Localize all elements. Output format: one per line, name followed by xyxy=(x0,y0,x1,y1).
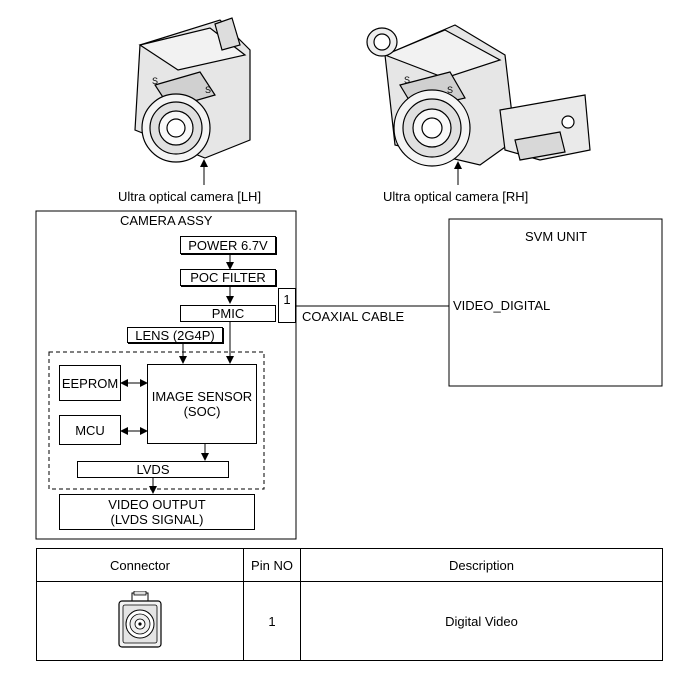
video-output-box: VIDEO OUTPUT (LVDS SIGNAL) xyxy=(59,494,255,530)
coaxial-cable-label: COAXIAL CABLE xyxy=(302,309,405,324)
table-row: 1 Digital Video xyxy=(36,581,663,661)
poc-filter-box: POC FILTER xyxy=(180,269,276,286)
header-pin-no: Pin NO xyxy=(243,548,301,582)
pin-table: Connector Pin NO Description 1 Digital V… xyxy=(36,548,663,661)
camera-lh-label: Ultra optical camera [LH] xyxy=(118,189,262,204)
svm-video-digital-label: VIDEO_DIGITAL xyxy=(453,298,551,313)
connector-image-cell xyxy=(36,581,244,661)
pmic-box: PMIC xyxy=(180,305,276,322)
header-description: Description xyxy=(300,548,663,582)
eeprom-box: EEPROM xyxy=(59,365,121,401)
camera-rh-illustration: S S xyxy=(366,24,591,167)
pin-number-cell: 1 xyxy=(243,581,301,661)
svm-unit-title: SVM UNIT xyxy=(525,229,588,244)
lvds-box: LVDS xyxy=(77,461,229,478)
video-output-sublabel: (LVDS SIGNAL) xyxy=(110,512,204,527)
pin-description-cell: Digital Video xyxy=(300,581,663,661)
header-connector: Connector xyxy=(36,548,244,582)
connector-pin-box: 1 xyxy=(278,288,296,323)
image-sensor-label: IMAGE SENSOR xyxy=(151,389,253,404)
image-sensor-box: IMAGE SENSOR (SOC) xyxy=(147,364,257,444)
video-output-label: VIDEO OUTPUT xyxy=(108,497,206,512)
camera-rh-label: Ultra optical camera [RH] xyxy=(383,189,529,204)
camera-lh-illustration: S S xyxy=(134,17,251,163)
svm-unit-frame xyxy=(448,218,663,387)
svg-text:S: S xyxy=(205,85,211,95)
camera-assy-title: CAMERA ASSY xyxy=(120,213,213,228)
svg-text:S: S xyxy=(447,85,453,95)
camera-assy-frame xyxy=(35,210,297,540)
power-box: POWER 6.7V xyxy=(180,236,276,254)
svg-text:S: S xyxy=(404,75,410,85)
mcu-box: MCU xyxy=(59,415,121,445)
image-sensor-sublabel: (SOC) xyxy=(183,404,221,419)
soc-dashed-boundary xyxy=(48,351,265,490)
pin-table-header-row: Connector Pin NO Description xyxy=(36,548,663,582)
lens-box: LENS (2G4P) xyxy=(127,327,223,343)
svg-text:S: S xyxy=(152,76,158,86)
coaxial-connector-icon xyxy=(118,591,162,648)
